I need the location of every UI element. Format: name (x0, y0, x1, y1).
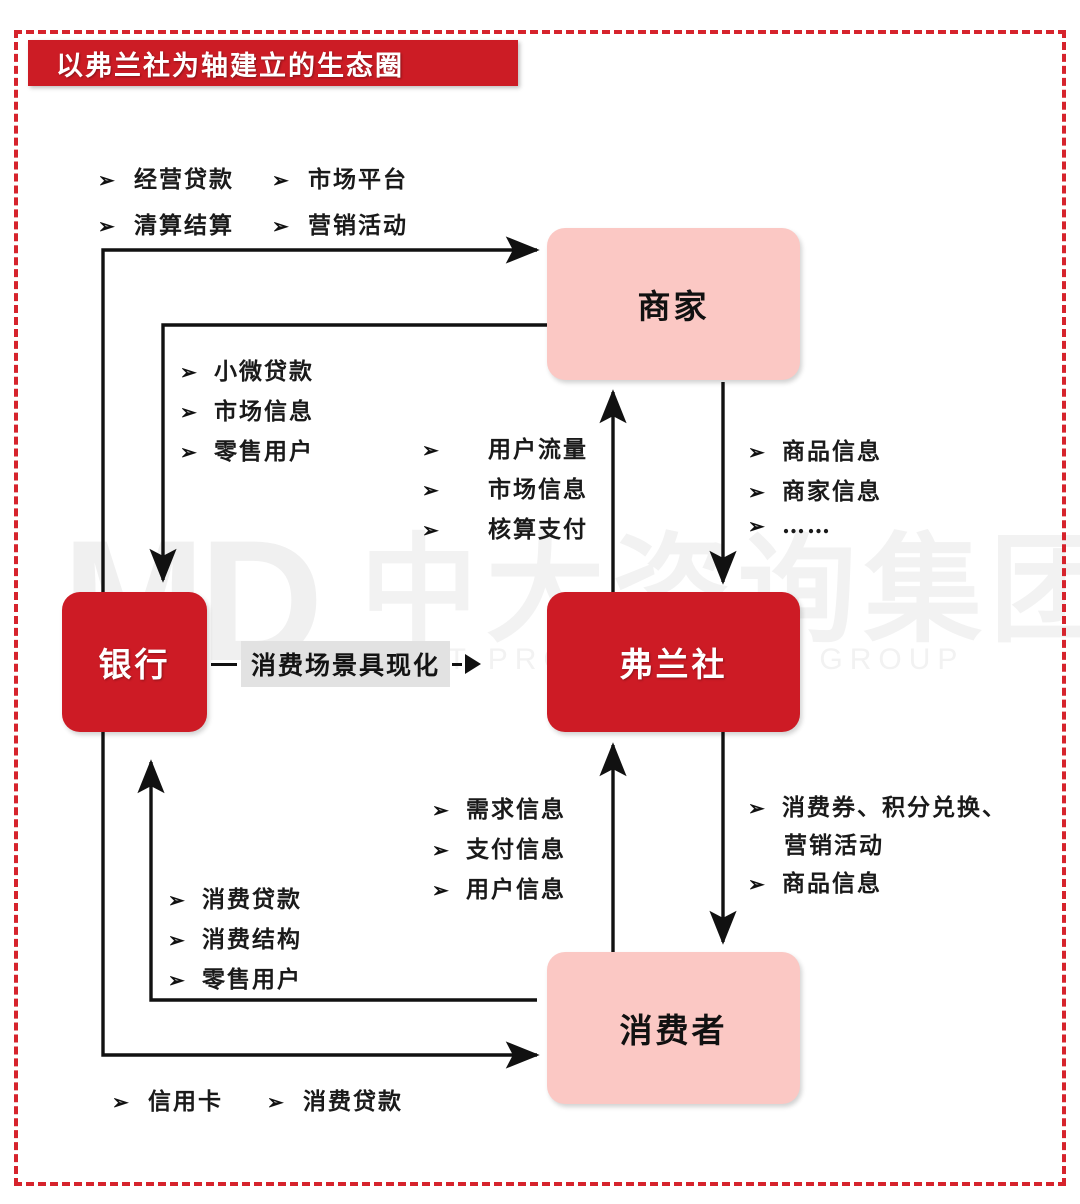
bank-to-flan-label: 消费场景具现化 (241, 641, 451, 687)
bullet-arrow-icon: ➢ (98, 214, 117, 238)
annotation-flan-to-merchant: ➢ 用户流量 ➢ 市场信息 ➢ 核算支付 (422, 430, 588, 544)
list-item: ➢ 营销活动 (272, 206, 408, 240)
annotation-merchant-to-flan: ➢ 商品信息 ➢ 商家信息 ➢ …… (748, 432, 882, 539)
bullet-arrow-icon: ➢ (422, 438, 441, 462)
node-merchant-label: 商家 (637, 287, 710, 326)
bullet-arrow-icon: ➢ (180, 440, 199, 464)
annotation-merchant-to-bank: ➢ 小微贷款 ➢ 市场信息 ➢ 零售用户 (180, 352, 314, 466)
list-item-label: 消费贷款 (202, 886, 302, 913)
list-item-label: 经营贷款 (134, 166, 234, 193)
annotation-consumer-to-bank: ➢ 消费贷款 ➢ 消费结构 ➢ 零售用户 (168, 880, 302, 994)
list-item: ➢ 小微贷款 (180, 352, 314, 386)
bullet-arrow-icon: ➢ (272, 168, 291, 192)
bank-to-flan-link: 消费场景具现化 (211, 640, 547, 688)
node-flan-label: 弗兰社 (619, 645, 728, 684)
bullet-arrow-icon: ➢ (98, 168, 117, 192)
link-dash (211, 662, 237, 666)
bullet-arrow-icon: ➢ (168, 928, 187, 952)
list-item-label: 商品信息 (782, 438, 882, 465)
list-item: ➢ …… (748, 512, 882, 539)
list-item: ➢ 市场信息 (422, 470, 588, 504)
list-item: ➢ 核算支付 (422, 510, 588, 544)
list-item-label: 营销活动 (308, 212, 408, 239)
list-item: ➢ 消费券、积分兑换、 (748, 788, 1007, 822)
list-item-label: 营销活动 (784, 832, 884, 859)
annotation-bank-to-consumer: ➢ 信用卡 ➢ 消费贷款 (112, 1082, 403, 1116)
list-item: ➢ 零售用户 (168, 960, 302, 994)
list-item-label: 清算结算 (134, 212, 234, 239)
node-bank-label: 银行 (98, 645, 171, 684)
node-merchant[interactable]: 商家 (547, 228, 800, 380)
bullet-arrow-icon: ➢ (748, 796, 767, 820)
list-item: ➢ 市场平台 (272, 160, 408, 194)
title-banner: 以弗兰社为轴建立的生态圈 (28, 40, 518, 86)
bullet-arrow-icon: ➢ (422, 478, 441, 502)
list-item: ➢ 用户信息 (432, 870, 566, 904)
bullet-arrow-icon: ➢ (180, 360, 199, 384)
list-item: ➢ 商品信息 (748, 864, 1007, 898)
list-item-label: 支付信息 (466, 836, 566, 863)
list-item: ➢ 需求信息 (432, 790, 566, 824)
list-item: ➢ 市场信息 (180, 392, 314, 426)
list-item-label: 用户信息 (466, 876, 566, 903)
node-bank[interactable]: 银行 (62, 592, 207, 732)
link-stem (452, 662, 463, 666)
bullet-arrow-icon: ➢ (168, 968, 187, 992)
bullet-arrow-icon: ➢ (180, 400, 199, 424)
list-item-label: 商品信息 (782, 870, 882, 897)
list-item: ➢ 经营贷款 (98, 160, 234, 194)
list-item: ➢ 消费结构 (168, 920, 302, 954)
list-item-label: 消费券、积分兑换、 (782, 794, 1007, 821)
annotation-row: ➢ 清算结算 ➢ 营销活动 (98, 206, 408, 240)
page-title: 以弗兰社为轴建立的生态圈 (56, 50, 404, 82)
node-consumer-label: 消费者 (619, 1011, 728, 1050)
annotation-bank-to-merchant: ➢ 经营贷款 ➢ 市场平台 ➢ 清算结算 ➢ 营销活动 (98, 160, 408, 252)
node-consumer[interactable]: 消费者 (547, 952, 800, 1104)
node-flan[interactable]: 弗兰社 (547, 592, 800, 732)
list-item-label: 商家信息 (782, 478, 882, 505)
list-item: ➢ 信用卡 (112, 1082, 223, 1116)
bullet-arrow-icon: ➢ (112, 1090, 131, 1114)
list-item-label: 市场平台 (308, 166, 408, 193)
list-item: ➢ 用户流量 (422, 430, 588, 464)
bullet-arrow-icon: ➢ (748, 514, 767, 538)
annotation-continuation: 营销活动 (748, 826, 1007, 860)
list-item-label: 市场信息 (214, 398, 314, 425)
list-item: ➢ 消费贷款 (267, 1082, 403, 1116)
list-item-label: 需求信息 (466, 796, 566, 823)
list-item-label: 信用卡 (148, 1088, 223, 1115)
list-item-label: …… (782, 512, 832, 539)
list-item-label: 用户流量 (488, 436, 588, 463)
list-item: ➢ 支付信息 (432, 830, 566, 864)
annotation-consumer-to-flan: ➢ 需求信息 ➢ 支付信息 ➢ 用户信息 (432, 790, 566, 904)
list-item: ➢ 清算结算 (98, 206, 234, 240)
bullet-arrow-icon: ➢ (748, 480, 767, 504)
list-item-label: 零售用户 (214, 438, 314, 465)
annotation-row: ➢ 经营贷款 ➢ 市场平台 (98, 160, 408, 194)
bullet-arrow-icon: ➢ (432, 838, 451, 862)
bullet-arrow-icon: ➢ (422, 518, 441, 542)
list-item: ➢ 商品信息 (748, 432, 882, 466)
bullet-arrow-icon: ➢ (748, 872, 767, 896)
list-item: ➢ 零售用户 (180, 432, 314, 466)
list-item-label: 消费贷款 (303, 1088, 403, 1115)
list-item: ➢ 商家信息 (748, 472, 882, 506)
bullet-arrow-icon: ➢ (432, 878, 451, 902)
annotation-row: ➢ 信用卡 ➢ 消费贷款 (112, 1082, 403, 1116)
bullet-arrow-icon: ➢ (168, 888, 187, 912)
arrow-right-icon (465, 654, 482, 674)
bullet-arrow-icon: ➢ (267, 1090, 286, 1114)
bullet-arrow-icon: ➢ (432, 798, 451, 822)
bullet-arrow-icon: ➢ (748, 440, 767, 464)
annotation-flan-to-consumer: ➢ 消费券、积分兑换、 营销活动 ➢ 商品信息 (748, 788, 1007, 902)
list-item-label: 消费结构 (202, 926, 302, 953)
list-item-label: 核算支付 (488, 516, 588, 543)
list-item-label: 市场信息 (488, 476, 588, 503)
list-item-label: 小微贷款 (214, 358, 314, 385)
list-item-label: 零售用户 (202, 966, 302, 993)
list-item: ➢ 消费贷款 (168, 880, 302, 914)
bullet-arrow-icon: ➢ (272, 214, 291, 238)
